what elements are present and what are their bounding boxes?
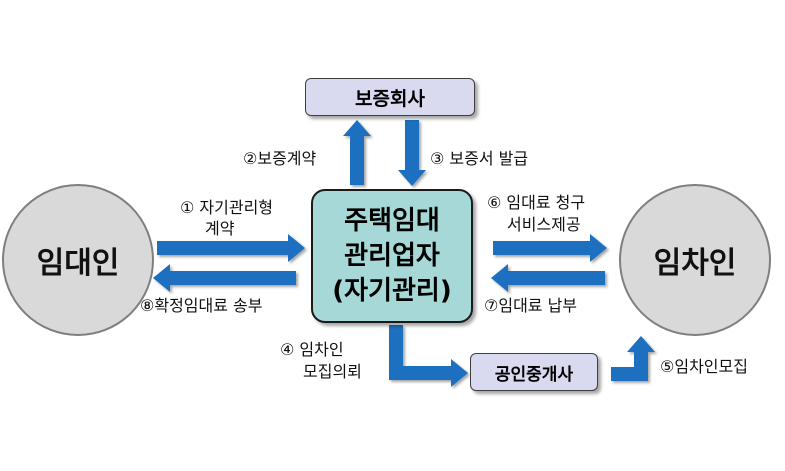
guarantee-company-label: 보증회사 [355,87,425,110]
landlord-label: 임대인 [36,246,120,281]
edge-label-6-line-2: 서비스제공 [507,215,581,234]
arrow-manager-to-tenant [493,234,607,262]
tenant-node: 임차인 [619,184,771,336]
broker-node: 공인중개사 [470,353,598,391]
tenant-label: 임차인 [653,246,737,281]
arrow-manager-to-landlord [153,264,296,292]
edge-label-4-line-2: 모집의뢰 [303,362,362,381]
landlord-node: 임대인 [2,184,154,336]
edge-label-6-line-1: ⑥ 임대료 청구 [487,193,586,212]
manager-label-line-1: 주택임대 [344,205,440,236]
edge-label-2: ②보증계약 [243,149,317,168]
arrow-manager-to-guarantee [343,120,371,185]
edge-label-8: ⑧확정임대료 송부 [140,296,263,315]
arrow-manager-to-broker [389,325,468,387]
arrow-broker-to-tenant [611,336,655,381]
edge-label-7: ⑦임대료 납부 [484,296,578,315]
edge-label-4-line-1: ④ 임차인 [280,340,344,359]
manager-label-line-3: (자기관리) [332,275,452,306]
housing-rental-manager-node: 주택임대 관리업자 (자기관리) [311,189,473,323]
broker-label: 공인중개사 [494,364,574,385]
arrow-tenant-to-manager [491,264,605,292]
arrow-landlord-to-manager [157,234,305,262]
arrow-guarantee-to-manager [398,120,426,186]
guarantee-company-node: 보증회사 [305,78,475,116]
edge-label-3: ③ 보증서 발급 [430,149,529,168]
edge-label-5: ⑤임차인모집 [660,357,748,376]
manager-label-line-2: 관리업자 [344,240,440,271]
edge-label-1-line-2: 계약 [205,219,235,238]
edge-label-1-line-1: ① 자기관리형 [180,198,274,217]
